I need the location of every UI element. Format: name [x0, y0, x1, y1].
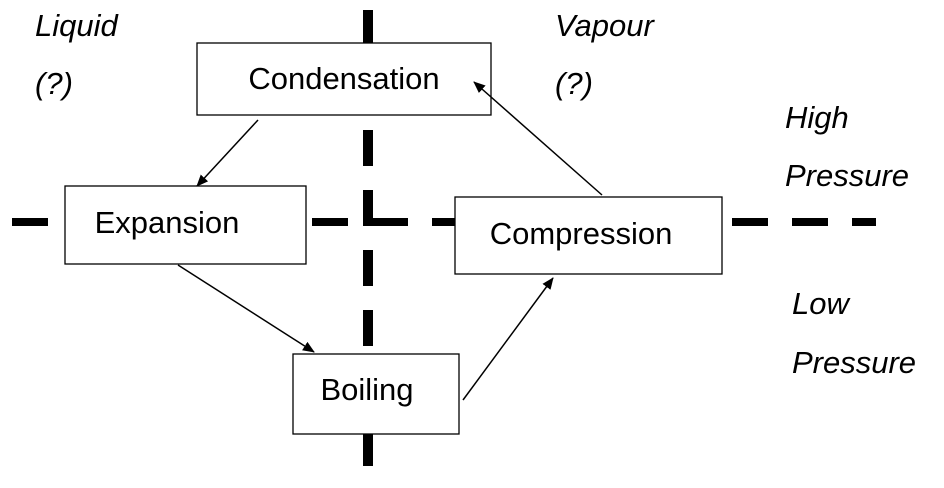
arrow-compression-to-condensation — [473, 81, 603, 196]
low-pressure-label-1: Low — [792, 286, 851, 321]
expansion-box: Expansion — [64, 185, 307, 265]
condensation-box: Condensation — [196, 42, 492, 116]
expansion-label: Expansion — [95, 205, 240, 240]
compression-box: Compression — [454, 196, 723, 275]
high-pressure-label-1: High — [785, 100, 849, 135]
boiling-box: Boiling — [292, 353, 460, 435]
liquid-note: (?) — [35, 66, 73, 101]
vapour-note: (?) — [555, 66, 593, 101]
boiling-label: Boiling — [320, 372, 413, 407]
arrow-condensation-to-expansion — [196, 119, 259, 187]
arrow-expansion-to-boiling — [177, 264, 315, 353]
compression-label: Compression — [490, 216, 673, 251]
condensation-label: Condensation — [248, 61, 439, 96]
arrow-boiling-to-compression — [462, 277, 554, 401]
liquid-label: Liquid — [35, 8, 119, 43]
vapour-label: Vapour — [555, 8, 655, 43]
high-pressure-label-2: Pressure — [785, 158, 909, 193]
low-pressure-label-2: Pressure — [792, 345, 916, 380]
